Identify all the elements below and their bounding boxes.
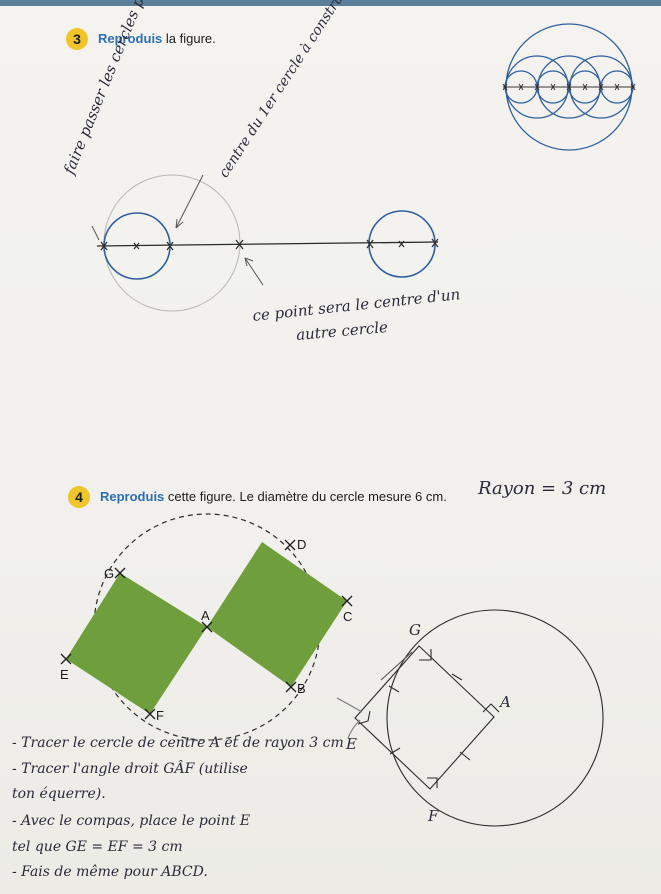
exercise-3-instruction: la figure. bbox=[162, 31, 216, 46]
cross-D bbox=[284, 539, 296, 551]
exercise-3-keyword: Reproduis bbox=[98, 31, 163, 46]
instruction-6: - Fais de même pour ABCD. bbox=[12, 864, 208, 880]
exercise-4-title: Reproduis cette figure. Le diamètre du c… bbox=[100, 489, 447, 504]
sketch-circle bbox=[386, 609, 604, 827]
guide-line bbox=[380, 651, 413, 681]
construction-figure-4 bbox=[336, 609, 604, 827]
cross-F bbox=[144, 708, 156, 720]
label-A: A bbox=[201, 608, 210, 623]
exercise-4-instruction: cette figure. Le diamètre du cercle mesu… bbox=[164, 489, 447, 504]
label-E: E bbox=[60, 667, 69, 682]
construction-figure-3 bbox=[91, 174, 439, 312]
sketch-label-G: G bbox=[409, 621, 421, 639]
right-angle-E bbox=[357, 710, 371, 725]
cross-B bbox=[285, 681, 297, 693]
label-C: C bbox=[343, 609, 353, 624]
compass-arc-1 bbox=[336, 697, 363, 713]
instruction-1: - Tracer le cercle de centre A et de ray… bbox=[12, 735, 344, 751]
instruction-5: tel que GE = EF = 3 cm bbox=[12, 839, 183, 855]
sketch-label-F: F bbox=[428, 807, 439, 825]
cross-A bbox=[201, 621, 213, 633]
cross-G bbox=[114, 567, 126, 579]
exercise-3-badge: 3 bbox=[66, 28, 88, 50]
top-rule bbox=[0, 0, 661, 6]
exercise-4-keyword: Reproduis bbox=[100, 489, 165, 504]
right-angle-A bbox=[482, 703, 500, 713]
radius-note: Rayon = 3 cm bbox=[478, 478, 607, 499]
right-angle-F bbox=[427, 777, 438, 788]
instruction-4: - Avec le compas, place le point E bbox=[12, 813, 251, 829]
instruction-2: - Tracer l'angle droit GÂF (utilise bbox=[12, 761, 248, 777]
sketch-label-A: A bbox=[500, 693, 511, 711]
model-circles-figure bbox=[502, 23, 636, 151]
square-ADCB bbox=[207, 542, 347, 687]
exercise-4-badge: 4 bbox=[68, 486, 90, 508]
label-G: G bbox=[104, 566, 115, 581]
cross-C bbox=[341, 595, 353, 607]
right-angle-G bbox=[419, 649, 432, 661]
compass-arc-2 bbox=[347, 719, 361, 739]
cross-E bbox=[60, 653, 72, 665]
label-F: F bbox=[156, 708, 164, 723]
square-AGEF bbox=[66, 573, 207, 714]
construction-axis bbox=[96, 241, 439, 247]
exercise-3-title: Reproduis la figure. bbox=[98, 31, 216, 46]
sketch-square bbox=[354, 645, 495, 790]
sketch-label-E: E bbox=[346, 735, 357, 753]
label-B: B bbox=[297, 681, 306, 696]
squares-figure bbox=[60, 513, 353, 741]
instruction-3: ton équerre). bbox=[12, 786, 106, 802]
label-D: D bbox=[297, 537, 307, 552]
